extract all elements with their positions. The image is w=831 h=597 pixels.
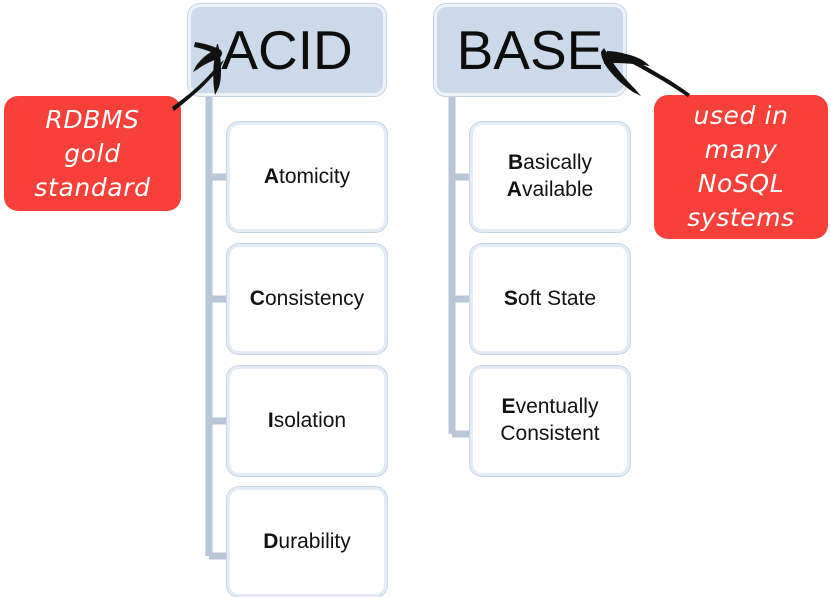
acid-child-consistency-label: Consistency bbox=[250, 286, 364, 313]
base-child-ba-rest-1: asically bbox=[523, 151, 592, 175]
acid-child-consistency[interactable]: Consistency bbox=[227, 244, 387, 354]
callout-right-line-1: used in many bbox=[693, 101, 789, 164]
base-child-soft-state[interactable]: Soft State bbox=[470, 244, 630, 354]
acid-root-box[interactable]: ACID bbox=[188, 4, 386, 96]
acid-child-isolation-initial: I bbox=[267, 408, 274, 432]
acid-child-durability-rest: urability bbox=[278, 529, 351, 553]
base-child-soft-state-label: Soft State bbox=[504, 286, 596, 313]
base-child-ba-initial-1: B bbox=[507, 151, 524, 175]
callout-left-line-2: standard bbox=[34, 172, 151, 202]
acid-child-atomicity-label: Atomicity bbox=[264, 164, 350, 191]
base-child-ec-rest-1: ventually bbox=[515, 395, 599, 419]
acid-child-atomicity[interactable]: Atomicity bbox=[227, 122, 387, 232]
base-root-label: BASE bbox=[456, 18, 604, 81]
base-child-ec-rest-2: Consistent bbox=[500, 422, 600, 445]
acid-child-atomicity-rest: tomicity bbox=[278, 164, 351, 188]
acid-child-atomicity-initial: A bbox=[263, 164, 279, 188]
callout-right-line-3: systems bbox=[687, 203, 795, 232]
base-child-ss-initial: S bbox=[503, 286, 518, 310]
acid-child-consistency-initial: C bbox=[249, 286, 265, 310]
acid-child-durability[interactable]: Durability bbox=[227, 487, 387, 597]
acid-child-durability-initial: D bbox=[263, 529, 279, 553]
acid-child-isolation[interactable]: Isolation bbox=[227, 366, 387, 476]
base-child-ec-initial-1: E bbox=[501, 395, 516, 419]
base-child-ba-rest-2: vailable bbox=[521, 178, 594, 201]
acid-child-durability-label: Durability bbox=[263, 529, 351, 556]
base-root-box[interactable]: BASE bbox=[434, 4, 626, 96]
base-child-ss-rest: oft State bbox=[517, 286, 597, 310]
base-child-ba-initial-2: A bbox=[506, 178, 522, 201]
acid-child-isolation-label: Isolation bbox=[268, 408, 346, 435]
callout-left-line-1: RDBMS gold bbox=[45, 104, 140, 168]
callout-left-text: RDBMS gold standard bbox=[4, 103, 181, 205]
acid-root-label: ACID bbox=[221, 18, 353, 81]
callout-right-line-2: NoSQL bbox=[697, 169, 785, 198]
acid-child-consistency-rest: onsistency bbox=[264, 286, 365, 310]
callout-rdbms-gold-standard[interactable]: RDBMS gold standard bbox=[4, 96, 181, 211]
acid-child-isolation-rest: solation bbox=[273, 408, 347, 432]
